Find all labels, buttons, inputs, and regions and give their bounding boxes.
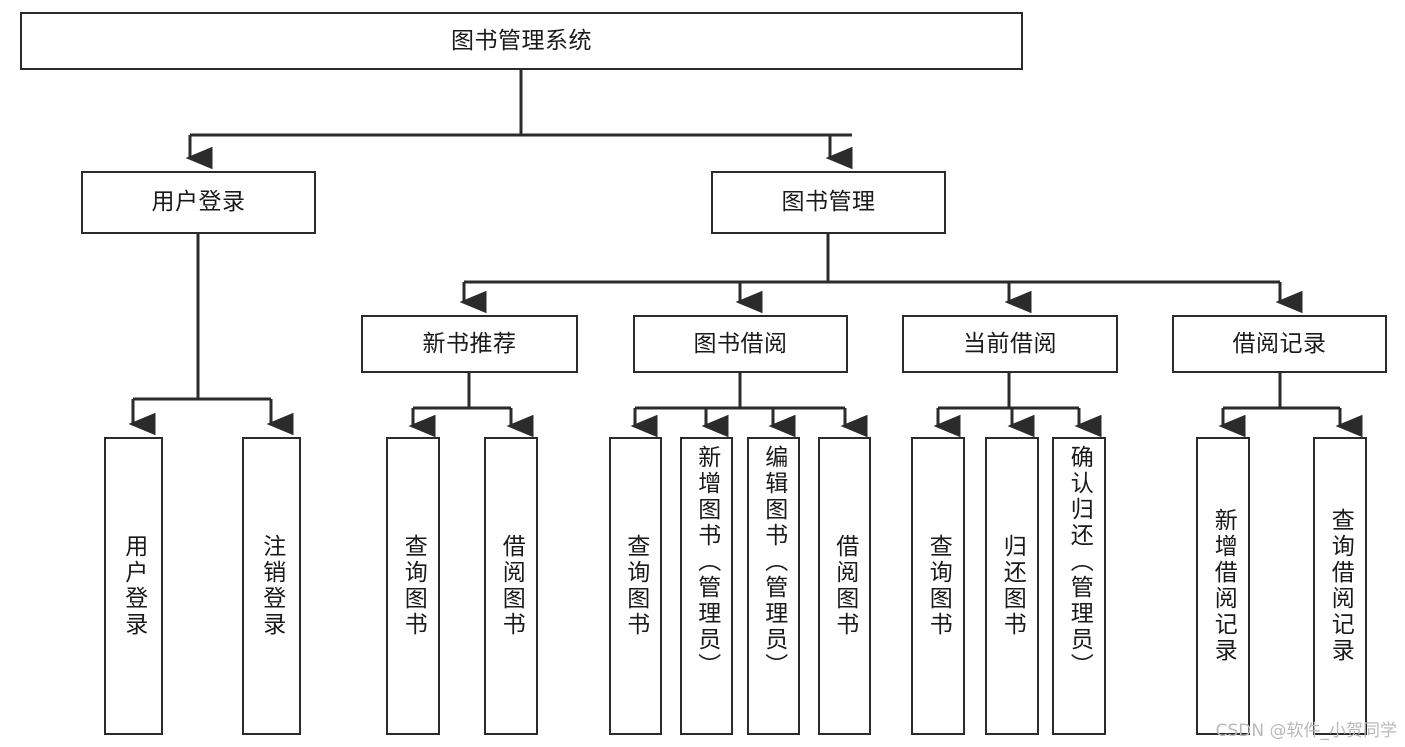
node-book-manage[interactable]: 图书管理 bbox=[711, 171, 946, 234]
node-leaf-query-book-3-label: 查询图书 bbox=[925, 534, 952, 638]
node-leaf-add-borrow-record-label: 新增借阅记录 bbox=[1210, 508, 1237, 664]
node-leaf-query-book-3[interactable]: 查询图书 bbox=[911, 437, 965, 735]
node-leaf-edit-book-admin[interactable]: 编辑图书（管理员） bbox=[747, 437, 800, 735]
node-leaf-add-book-admin-label: 新增图书（管理员） bbox=[693, 445, 720, 679]
node-leaf-query-book-1[interactable]: 查询图书 bbox=[386, 437, 440, 735]
csdn-watermark: CSDN @软件_小贺同学 bbox=[1215, 721, 1397, 741]
node-leaf-query-book-2-label: 查询图书 bbox=[622, 534, 649, 638]
node-leaf-query-borrow-record-label: 查询借阅记录 bbox=[1327, 508, 1354, 664]
node-leaf-return-book[interactable]: 归还图书 bbox=[985, 437, 1039, 735]
node-new-book-recommend[interactable]: 新书推荐 bbox=[361, 315, 578, 373]
node-book-borrow[interactable]: 图书借阅 bbox=[633, 315, 848, 373]
node-leaf-return-book-label: 归还图书 bbox=[999, 534, 1026, 638]
node-leaf-query-book-2[interactable]: 查询图书 bbox=[609, 437, 662, 735]
node-leaf-query-borrow-record[interactable]: 查询借阅记录 bbox=[1313, 437, 1367, 735]
node-leaf-borrow-book-2-label: 借阅图书 bbox=[831, 534, 858, 638]
node-root-label: 图书管理系统 bbox=[451, 27, 592, 54]
node-leaf-query-book-1-label: 查询图书 bbox=[400, 534, 427, 638]
node-leaf-edit-book-admin-label: 编辑图书（管理员） bbox=[760, 445, 787, 679]
node-root[interactable]: 图书管理系统 bbox=[20, 12, 1023, 70]
node-leaf-user-login[interactable]: 用户登录 bbox=[104, 437, 163, 735]
node-leaf-logout-login[interactable]: 注销登录 bbox=[242, 437, 301, 735]
node-leaf-borrow-book-1[interactable]: 借阅图书 bbox=[484, 437, 538, 735]
node-new-book-recommend-label: 新书推荐 bbox=[422, 330, 517, 357]
node-leaf-borrow-book-1-label: 借阅图书 bbox=[498, 534, 525, 638]
node-borrow-record[interactable]: 借阅记录 bbox=[1172, 315, 1387, 373]
node-book-borrow-label: 图书借阅 bbox=[693, 330, 788, 357]
node-leaf-add-borrow-record[interactable]: 新增借阅记录 bbox=[1196, 437, 1250, 735]
node-user-login[interactable]: 用户登录 bbox=[81, 171, 316, 234]
node-leaf-user-login-label: 用户登录 bbox=[120, 534, 147, 638]
node-leaf-confirm-return-admin-label: 确认归还（管理员） bbox=[1066, 445, 1093, 679]
node-leaf-logout-login-label: 注销登录 bbox=[258, 534, 285, 638]
node-current-borrow[interactable]: 当前借阅 bbox=[902, 315, 1118, 373]
node-current-borrow-label: 当前借阅 bbox=[963, 330, 1057, 357]
node-borrow-record-label: 借阅记录 bbox=[1232, 330, 1327, 357]
node-leaf-add-book-admin[interactable]: 新增图书（管理员） bbox=[680, 437, 733, 735]
node-user-login-label: 用户登录 bbox=[151, 189, 246, 216]
node-book-manage-label: 图书管理 bbox=[781, 189, 876, 216]
node-leaf-confirm-return-admin[interactable]: 确认归还（管理员） bbox=[1052, 437, 1106, 735]
node-leaf-borrow-book-2[interactable]: 借阅图书 bbox=[818, 437, 871, 735]
